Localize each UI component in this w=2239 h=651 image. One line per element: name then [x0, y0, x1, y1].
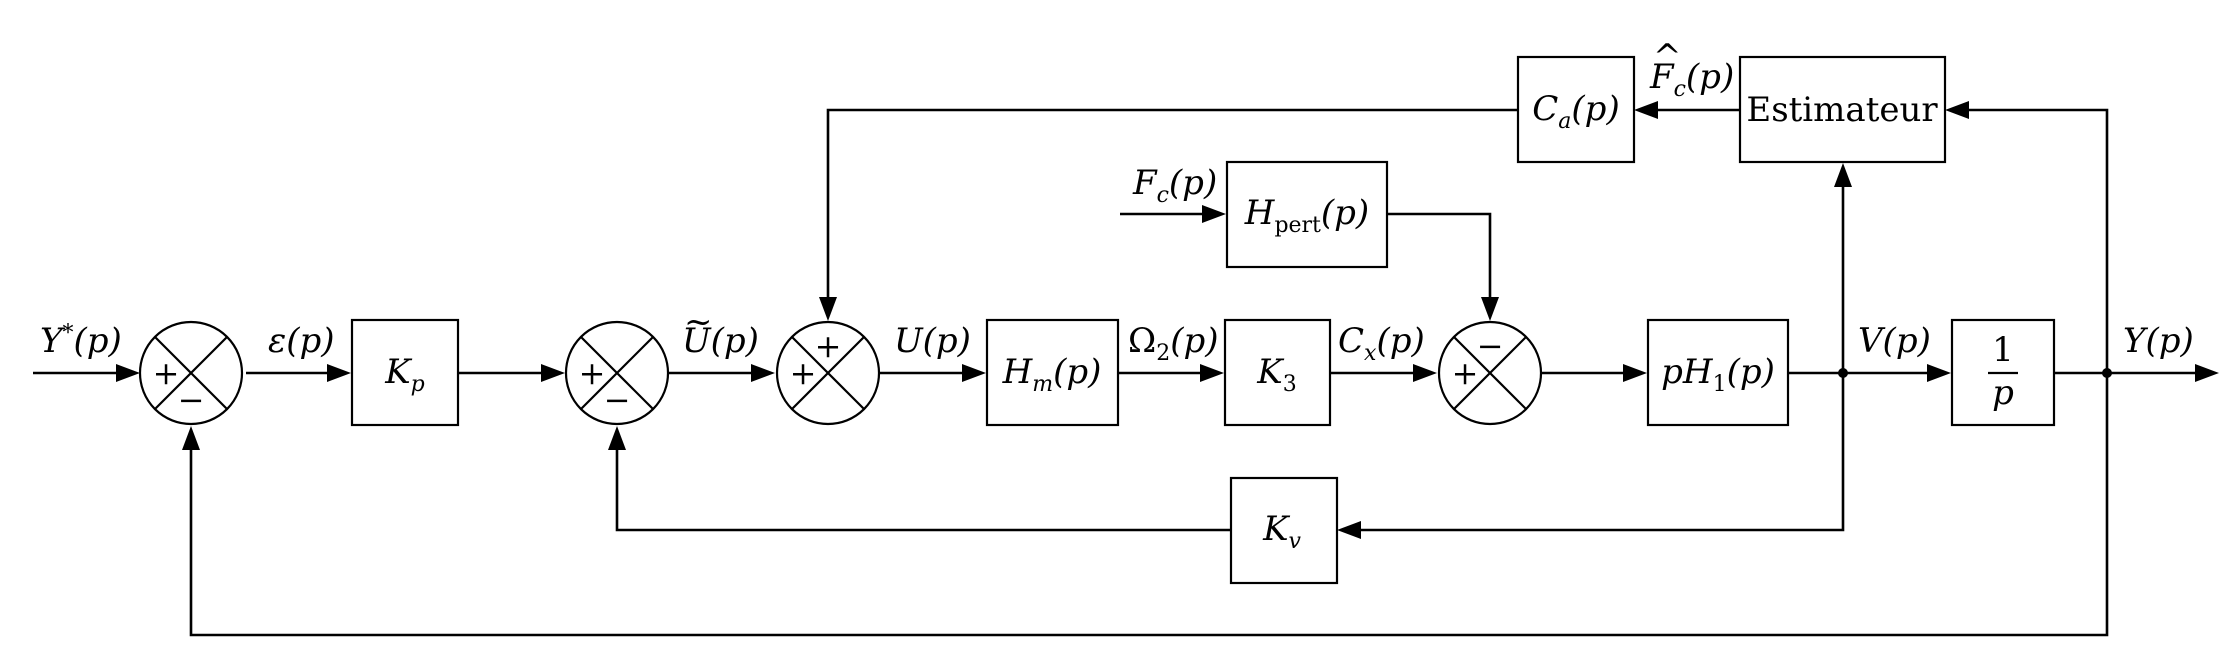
arrow-into-estim-bottom: [1834, 163, 1852, 187]
block-hpert: Hpert(p): [1225, 160, 1389, 269]
arrow-into-kv: [1337, 521, 1361, 539]
block-hm: Hm(p): [985, 318, 1120, 427]
wire-y-to-estim: [1960, 108, 2109, 373]
summer-1: + −: [138, 320, 244, 426]
summer-1-sign-left: +: [153, 354, 180, 392]
arrow-feedback-sum1: [182, 426, 200, 450]
block-hpert-label: Hpert(p): [1244, 193, 1369, 238]
block-kv: Kv: [1229, 476, 1339, 585]
arrow-into-hpert: [1202, 205, 1226, 223]
arrow-into-kp: [327, 364, 351, 382]
summer-4-cross-b: [1453, 336, 1527, 410]
block-kv-box: [1229, 476, 1339, 585]
arrow-into-sum1: [116, 364, 140, 382]
wire-ca-out: [826, 108, 1518, 307]
arrow-into-ph1: [1623, 364, 1647, 382]
block-kp-box: [350, 318, 460, 427]
block-k3: K3: [1223, 318, 1332, 427]
summer-3-sign-left: +: [790, 354, 817, 392]
block-inv: 1 p: [1950, 318, 2056, 427]
junction-y: [2102, 368, 2112, 378]
wire-kv-out: [615, 441, 1231, 532]
label-fchat: Fc(p): [1649, 57, 1734, 102]
arrow-into-estim-right: [1945, 101, 1969, 119]
summer-2-cross-b: [580, 336, 654, 410]
junction-v: [1838, 368, 1848, 378]
block-inv-den: p: [1992, 373, 2014, 413]
label-cx: Cx(p): [1338, 321, 1425, 366]
label-fc: Fc(p): [1132, 163, 1217, 208]
summer-4-sign-top: −: [1477, 327, 1504, 365]
label-fchat-hat: ^: [1653, 37, 1682, 77]
summer-4-sign-left: +: [1452, 354, 1479, 392]
arrow-into-ca: [1634, 101, 1658, 119]
block-estimateur-box: [1738, 55, 1947, 164]
arrow-into-k3: [1200, 364, 1224, 382]
label-utilde-tilde: ~: [684, 302, 713, 342]
block-hm-box: [985, 318, 1120, 427]
label-v: V(p): [1858, 321, 1931, 361]
wire-feedback-y: [189, 373, 2109, 637]
label-y: Y(p): [2123, 321, 2194, 361]
wire-feedback-v: [1353, 373, 1845, 532]
label-yref: Y*(p): [40, 321, 122, 361]
arrow-feedback-sum2: [608, 426, 626, 450]
block-ca: Ca(p): [1516, 55, 1636, 164]
arrow-output: [2195, 364, 2219, 382]
summer-2-sign-left: +: [579, 354, 606, 392]
label-omega2: Ω2(p): [1128, 321, 1219, 366]
arrow-into-inv: [1927, 364, 1951, 382]
summer-2-sign-bottom: −: [604, 381, 631, 419]
summer-3: + +: [775, 320, 881, 426]
arrowheads: [116, 101, 2219, 539]
arrow-into-sum3: [751, 364, 775, 382]
signal-labels: Y*(p) ε(p) U(p) ~ U(p) Ω2(p) Cx(p) Fc(p)…: [40, 37, 2194, 366]
arrow-into-sum3-top: [819, 297, 837, 321]
block-ca-label: Ca(p): [1532, 89, 1619, 134]
summer-3-sign-top: +: [815, 327, 842, 365]
block-k3-box: [1223, 318, 1332, 427]
arrow-into-sum4: [1413, 364, 1437, 382]
label-u: U(p): [894, 321, 971, 361]
block-ph1-box: [1646, 318, 1790, 427]
block-ph1: pH1(p): [1646, 318, 1790, 427]
block-ca-box: [1516, 55, 1636, 164]
block-inv-num: 1: [1992, 330, 2014, 370]
summer-3-cross-b: [791, 336, 865, 410]
arrow-into-sum2: [541, 364, 565, 382]
arrow-into-sum4-top: [1481, 297, 1499, 321]
arrow-into-hm: [962, 364, 986, 382]
summer-4: + −: [1437, 320, 1543, 426]
wires: [33, 108, 2204, 637]
summer-1-sign-bottom: −: [178, 381, 205, 419]
summer-1-cross-b: [154, 336, 228, 410]
label-eps: ε(p): [268, 321, 335, 361]
block-hpert-box: [1225, 160, 1389, 269]
wire-hpert-out: [1387, 212, 1492, 307]
block-estimateur-label: Estimateur: [1746, 90, 1938, 130]
block-kp: Kp: [350, 318, 460, 427]
label-utilde: U(p): [682, 321, 759, 361]
block-estimateur: Estimateur: [1738, 55, 1947, 164]
summer-2: + −: [564, 320, 670, 426]
